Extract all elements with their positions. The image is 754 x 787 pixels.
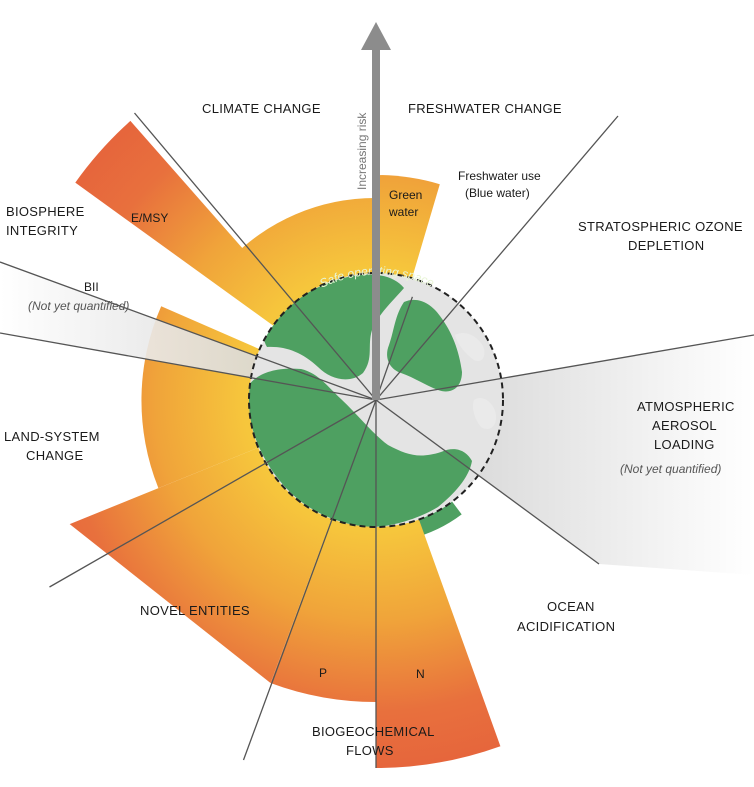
biosphere-label-2: INTEGRITY [6, 223, 78, 238]
ocean-label-2: ACIDIFICATION [517, 619, 615, 634]
biogeochemical-label-2: FLOWS [346, 743, 394, 758]
biogeochemical-label-1: BIOGEOCHEMICAL [312, 724, 435, 739]
land-system-label-1: LAND-SYSTEM [4, 429, 100, 444]
continent-north [264, 274, 404, 380]
aerosol-label-1: ATMOSPHERIC [637, 399, 735, 414]
freshwater-use-label-1: Freshwater use [458, 169, 541, 183]
aerosol-label-3: LOADING [654, 437, 715, 452]
safe-boundary-circle [248, 272, 504, 528]
climate-change-label: CLIMATE CHANGE [202, 101, 321, 116]
continent-americas [249, 368, 472, 527]
freshwater-use-label-2: (Blue water) [465, 186, 530, 200]
biosphere-label-1: BIOSPHERE [6, 204, 85, 219]
phosphorus-label: P [319, 666, 327, 680]
ocean-label-1: OCEAN [547, 599, 595, 614]
boundary-dividers [0, 110, 754, 768]
land-system-label-2: CHANGE [26, 448, 83, 463]
bii-label: BII [84, 280, 99, 294]
increasing-risk-label: Increasing risk [355, 112, 369, 190]
continent-europe [387, 299, 462, 392]
emsy-label: E/MSY [131, 211, 168, 225]
ozone-label-2: DEPLETION [628, 238, 704, 253]
freshwater-change-label: FRESHWATER CHANGE [408, 101, 562, 116]
green-water-label-2: water [388, 205, 418, 219]
ice-patch [455, 333, 485, 362]
green-water-label-1: Green [389, 188, 422, 202]
nitrogen-label: N [416, 667, 425, 681]
aerosol-note: (Not yet quantified) [620, 462, 721, 476]
increasing-risk-arrow: Increasing risk [355, 22, 391, 400]
bii-note: (Not yet quantified) [28, 299, 129, 313]
ice-patch-2 [472, 397, 497, 429]
ozone-label-1: STRATOSPHERIC OZONE [578, 219, 743, 234]
novel-entities-label: NOVEL ENTITIES [140, 603, 250, 618]
aerosol-label-2: AEROSOL [652, 418, 717, 433]
